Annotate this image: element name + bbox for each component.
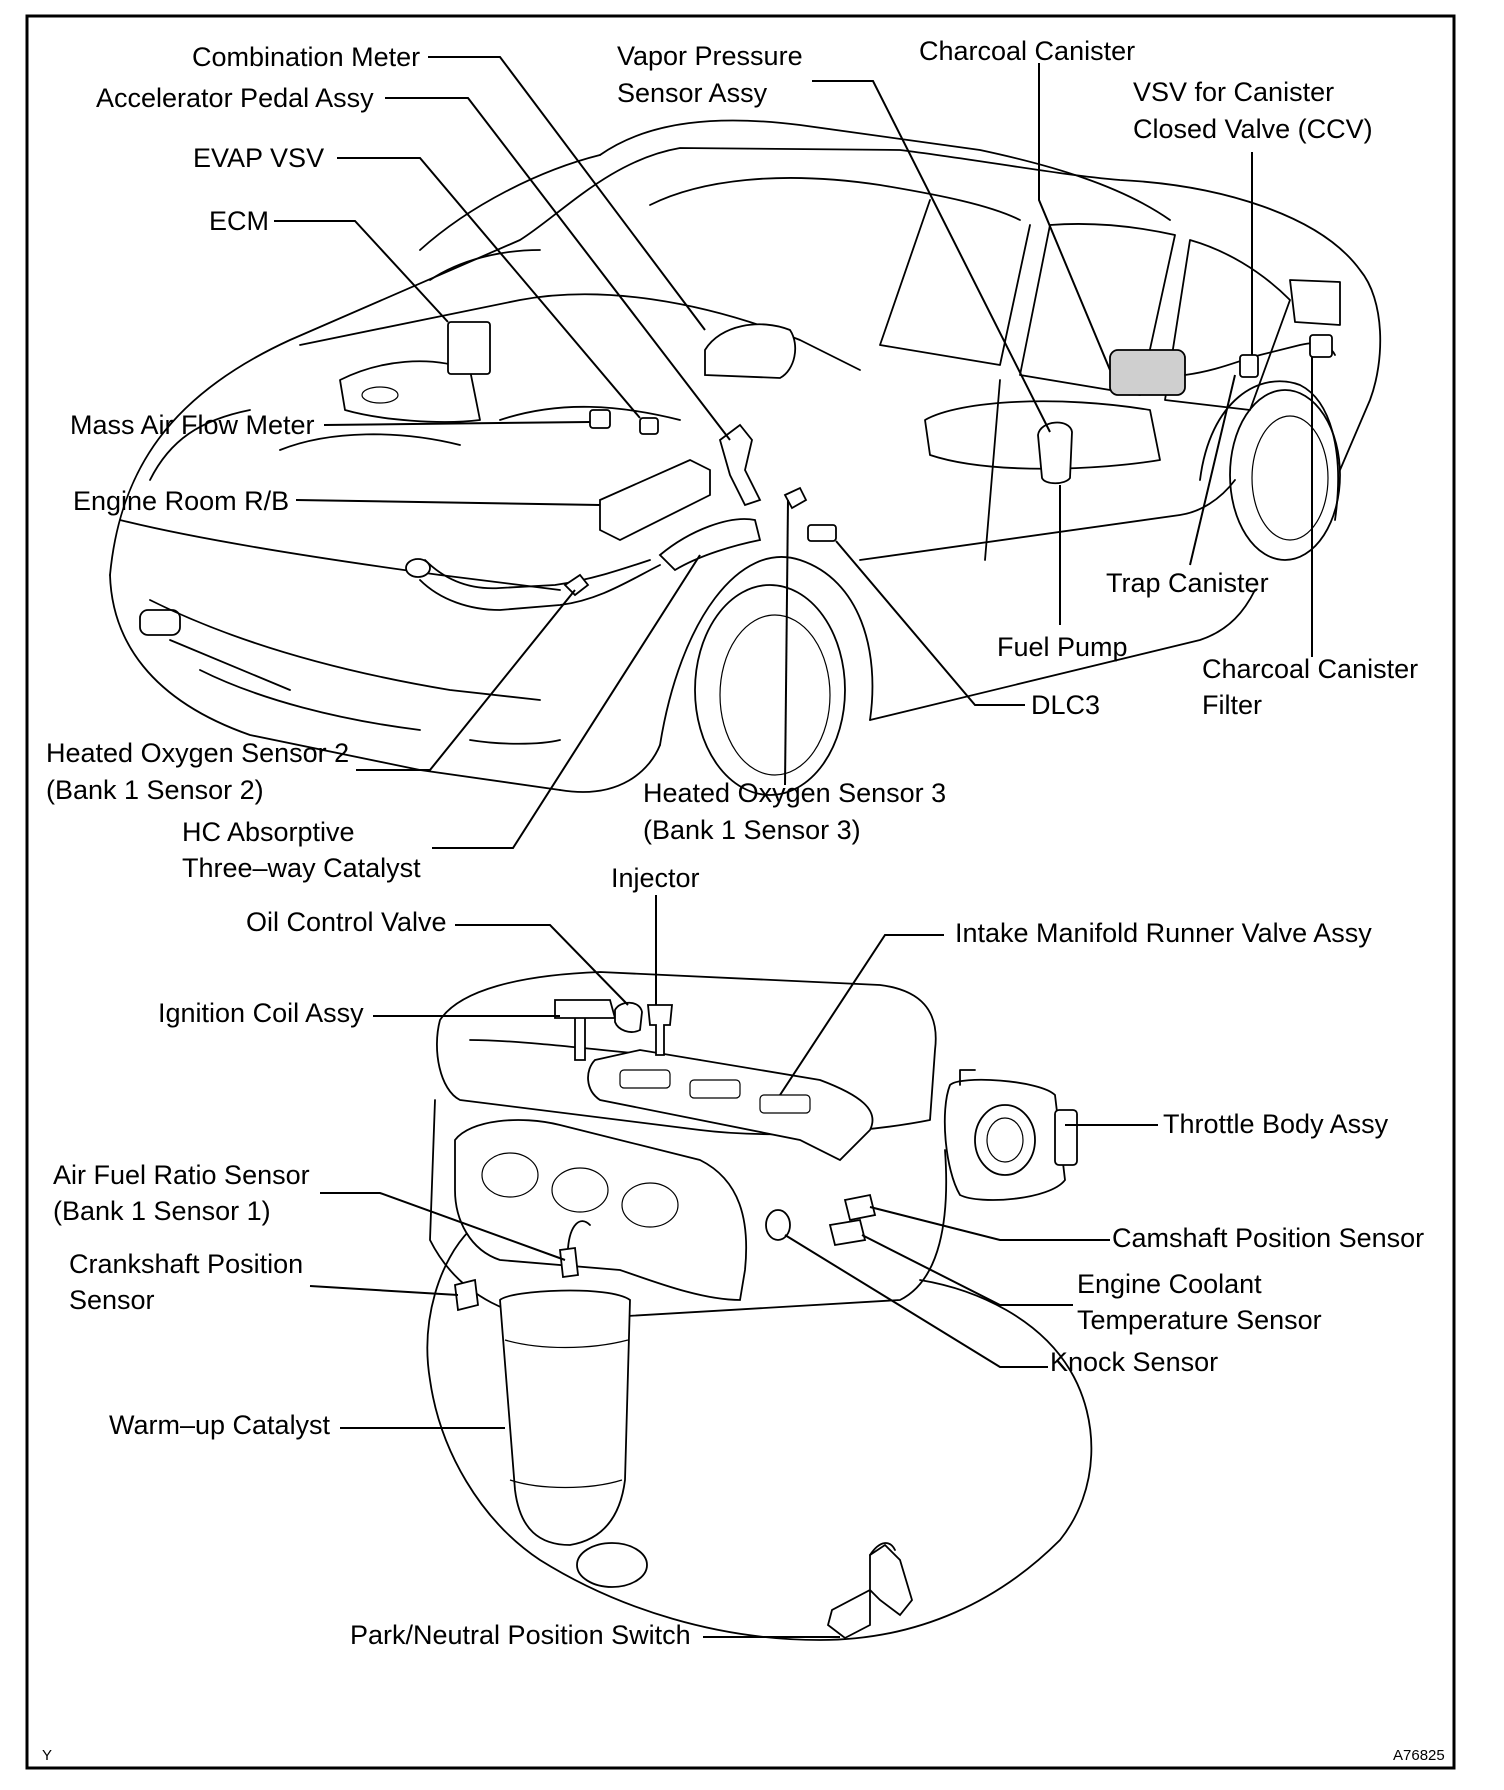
label-intake-manifold: Intake Manifold Runner Valve Assy [955,918,1372,948]
leader-trap-canister [1189,374,1236,566]
label-coolant-line1: Engine Coolant [1077,1269,1262,1299]
evap-vsv-unit [639,417,659,435]
label-combination-meter: Combination Meter [192,42,420,72]
label-charcoal-filter-line1: Charcoal Canister [1202,654,1418,684]
label-af-sensor-line1: Air Fuel Ratio Sensor [53,1160,310,1190]
diagram-frame [25,14,1456,1770]
leader-oil-control-valve [455,924,629,1006]
leader-engine-room-rb [295,499,601,506]
label-vapor-pressure-line2: Sensor Assy [617,78,768,108]
label-ho2s3-line2: (Bank 1 Sensor 3) [643,815,861,845]
leader-knock-sensor [784,1234,1048,1368]
figure-id: A76825 [1393,1747,1445,1764]
corner-mark: Y [42,1747,52,1764]
ho2s3-sensor [783,486,808,510]
leader-mass-air-flow [323,421,591,426]
leader-evap-vsv [337,157,641,419]
leader-lines [274,56,1313,1638]
label-vapor-pressure-line1: Vapor Pressure [617,41,803,71]
engine-illustration [426,971,1093,1641]
label-charcoal-canister: Charcoal Canister [919,36,1135,66]
vehicle-illustration [109,119,1382,796]
leader-ho2s3 [784,499,789,786]
intake-runner-valve [587,1049,874,1162]
label-hc-catalyst-line2: Three–way Catalyst [182,853,421,883]
dlc3-connector [807,524,837,542]
catalyst-pipe [658,518,762,572]
label-engine-room-rb: Engine Room R/B [73,486,289,516]
callout-labels: Combination Meter Accelerator Pedal Assy… [42,36,1445,1764]
label-fuel-pump: Fuel Pump [997,632,1128,662]
label-crankshaft-line1: Crankshaft Position [69,1249,303,1279]
ccv-vsv-unit [1239,354,1259,378]
label-vsv-canister-line1: VSV for Canister [1133,77,1334,107]
label-ho2s2-line1: Heated Oxygen Sensor 2 [46,738,349,768]
label-camshaft-sensor: Camshaft Position Sensor [1112,1223,1424,1253]
leader-intake-manifold [779,934,944,1096]
camshaft-sensor-unit [843,1193,877,1222]
label-dlc3: DLC3 [1031,690,1100,720]
front-pipe [424,559,651,590]
label-trap-canister: Trap Canister [1106,568,1269,598]
coolant-sensor-unit [828,1218,867,1247]
label-oil-control-valve: Oil Control Valve [246,907,447,937]
leader-charcoal-canister [1038,63,1111,371]
fuel-pump-unit [1037,421,1073,485]
label-throttle-body: Throttle Body Assy [1163,1109,1389,1139]
leader-accelerator-pedal [385,97,731,441]
label-crankshaft-line2: Sensor [69,1285,155,1315]
oil-control-valve-unit [614,1001,643,1033]
label-coolant-line2: Temperature Sensor [1077,1305,1322,1335]
label-evap-vsv: EVAP VSV [193,143,324,173]
label-park-neutral: Park/Neutral Position Switch [350,1620,691,1650]
front-pipe-flange [405,558,431,578]
catalyst-outlet-flange [576,1542,648,1588]
label-ecm: ECM [209,206,269,236]
exhaust-manifold [454,1119,748,1301]
label-injector: Injector [611,863,700,893]
leader-af-sensor [320,1192,566,1261]
maf-meter [589,409,611,429]
label-ignition-coil: Ignition Coil Assy [158,998,364,1028]
leader-ecm [274,220,449,323]
charcoal-filter-unit [1309,334,1333,358]
leader-coolant [861,1234,1073,1306]
leader-crankshaft [309,1285,459,1296]
label-vsv-canister-line2: Closed Valve (CCV) [1133,114,1373,144]
knock-sensor-unit [765,1209,791,1241]
leader-combination-meter [428,56,706,331]
af-sensor-unit [559,1246,579,1279]
vehicle-components [405,321,1336,611]
combination-meter-hood [704,323,797,379]
leader-vapor-pressure [812,80,1051,433]
engine-room-rb-box [599,459,711,542]
charcoal-canister-unit [1109,349,1186,396]
label-knock-sensor: Knock Sensor [1050,1347,1218,1377]
accelerator-pedal [718,423,762,507]
leader-ho2s2 [356,589,576,771]
label-charcoal-filter-line2: Filter [1202,690,1262,720]
label-warmup-catalyst: Warm–up Catalyst [109,1410,331,1440]
ecm-unit [447,321,491,375]
label-af-sensor-line2: (Bank 1 Sensor 1) [53,1196,271,1226]
label-ho2s3-line1: Heated Oxygen Sensor 3 [643,778,946,808]
leader-dlc3 [835,540,1025,706]
injector-unit [647,1004,673,1056]
label-hc-catalyst-line1: HC Absorptive [182,817,355,847]
label-accelerator-pedal: Accelerator Pedal Assy [96,83,374,113]
leader-camshaft [869,1206,1110,1241]
ho2s2-sensor [563,573,590,597]
park-neutral-switch-unit [826,1543,913,1640]
crankshaft-sensor-unit [454,1278,479,1312]
label-mass-air-flow: Mass Air Flow Meter [70,410,315,440]
warmup-catalyst-body [499,1289,631,1546]
label-ho2s2-line2: (Bank 1 Sensor 2) [46,775,264,805]
exhaust-pipe [419,564,661,611]
leader-hc-catalyst [432,554,701,849]
